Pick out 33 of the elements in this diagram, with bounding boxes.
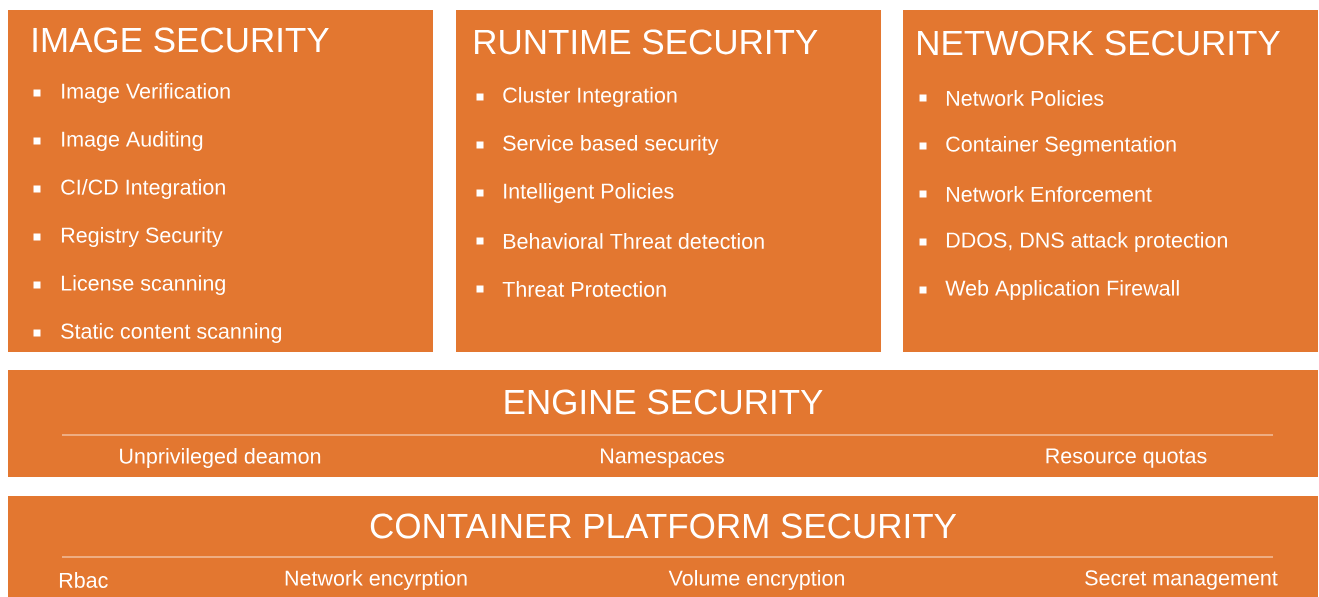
- list-item: Cluster Integration: [476, 87, 677, 108]
- panel-heading: RUNTIME SECURITY: [475, 29, 818, 55]
- feature-label: Network encyrption: [285, 570, 467, 591]
- security-panel: [8, 370, 1318, 477]
- list-item: License scanning: [33, 275, 225, 296]
- list-item: Web Application Firewall: [919, 280, 1179, 301]
- feature-label: Rbac: [59, 572, 108, 588]
- feature-label: Volume encryption: [668, 570, 844, 591]
- feature-label: Secret management: [1085, 570, 1278, 590]
- list-item: Static content scanning: [33, 323, 282, 344]
- feature-label: Resource quotas: [1046, 448, 1207, 468]
- list-item: DDOS, DNS attack protection: [919, 232, 1227, 253]
- security-panel: [903, 10, 1318, 352]
- panel-heading: NETWORK SECURITY: [918, 30, 1280, 56]
- list-item: Network Enforcement: [919, 186, 1152, 202]
- panel-heading: ENGINE SECURITY: [505, 389, 823, 415]
- panel-heading: CONTAINER PLATFORM SECURITY: [370, 513, 957, 539]
- list-item: Behavioral Threat detection: [476, 233, 764, 249]
- panel-heading: IMAGE SECURITY: [33, 27, 329, 53]
- security-panel: [456, 10, 881, 352]
- feature-label: Unprivileged deamon: [120, 448, 321, 469]
- list-item: Threat Protection: [476, 281, 666, 297]
- list-item: Container Segmentation: [919, 136, 1176, 157]
- security-panel: [8, 496, 1318, 597]
- security-panel: [8, 10, 433, 352]
- list-item: Registry Security: [33, 227, 223, 248]
- list-item: CI/CD Integration: [33, 179, 225, 200]
- list-item: Intelligent Policies: [476, 183, 674, 204]
- list-item: Image Verification: [33, 83, 230, 104]
- feature-label: Namespaces: [601, 448, 724, 468]
- list-item: Service based security: [476, 135, 719, 156]
- list-item: Network Policies: [919, 90, 1104, 106]
- list-item: Image Auditing: [33, 131, 203, 152]
